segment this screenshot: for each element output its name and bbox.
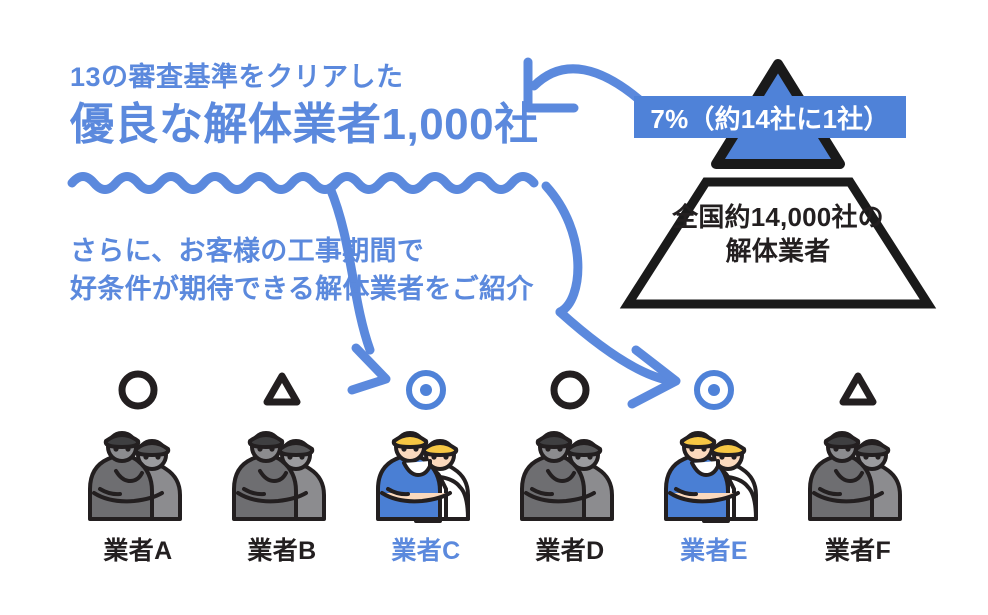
percentage-banner: 7%（約14社に1社） — [634, 96, 906, 138]
arrow-to-vendor-e-shaft — [541, 181, 583, 317]
vendor-item-c: 業者C — [360, 367, 492, 567]
pyramid-base-label-line-1: 全国約14,000社の — [672, 202, 884, 232]
arrow-to-vendor-c-head — [347, 343, 391, 395]
rating-circle-icon — [548, 367, 592, 413]
vendor-label-c: 業者C — [391, 537, 461, 565]
vendor-item-b: 業者B — [216, 367, 348, 567]
arrow-to-headline-head — [523, 57, 579, 113]
worker-pair-icon — [808, 431, 902, 521]
subheadline-line-1: さらに、お客様の工事期間で — [70, 236, 425, 266]
worker-pair-icon — [88, 431, 182, 521]
vendor-item-a: 業者A — [72, 367, 204, 567]
arrow-to-vendor-e-shaft-2 — [555, 307, 677, 386]
pyramid-base-trapezoid — [619, 177, 937, 309]
worker-pair-icon-highlighted — [664, 431, 758, 523]
pyramid-base-label: 全国約14,000社の 解体業者 — [608, 200, 948, 269]
vendor-label-d: 業者D — [535, 537, 605, 565]
pyramid-diagram: 7%（約14社に1社） 全国約14,000社の 解体業者 — [608, 52, 948, 314]
vendor-label-a: 業者A — [103, 537, 173, 565]
subheadline-block: さらに、お客様の工事期間で 好条件が期待できる解体業者をご紹介 — [70, 232, 630, 309]
percentage-banner-label: 7%（約14社に1社） — [650, 103, 890, 134]
vendor-item-d: 業者D — [504, 367, 636, 567]
headline-block: 13の審査基準をクリアした 優良な解体業者1,000社 — [70, 62, 590, 149]
headline-line-2: 優良な解体業者1,000社 — [70, 100, 539, 150]
vendor-row: 業者A — [72, 352, 924, 567]
rating-circle-icon — [116, 367, 160, 413]
wavy-underline — [67, 172, 539, 194]
rating-double-circle-icon — [403, 367, 449, 413]
subheadline-line-2: 好条件が期待できる解体業者をご紹介 — [70, 274, 534, 305]
vendor-item-f: 業者F — [792, 367, 924, 567]
arrow-to-vendor-e-head — [627, 345, 681, 409]
rating-triangle-icon — [836, 367, 880, 413]
vendor-label-e: 業者E — [680, 537, 748, 565]
arrow-to-vendor-c-shaft — [325, 183, 375, 355]
worker-pair-icon-highlighted — [376, 431, 470, 523]
vendor-item-e: 業者E — [648, 367, 780, 567]
pyramid-shapes — [619, 59, 937, 309]
worker-pair-icon — [520, 431, 614, 521]
vendor-label-f: 業者F — [824, 537, 892, 565]
pyramid-base-label-line-2: 解体業者 — [725, 236, 831, 267]
vendor-label-b: 業者B — [247, 537, 317, 565]
rating-double-circle-icon — [691, 367, 737, 413]
headline-line-1: 13の審査基準をクリアした — [70, 62, 404, 92]
worker-pair-icon — [232, 431, 326, 521]
rating-triangle-icon — [260, 367, 304, 413]
